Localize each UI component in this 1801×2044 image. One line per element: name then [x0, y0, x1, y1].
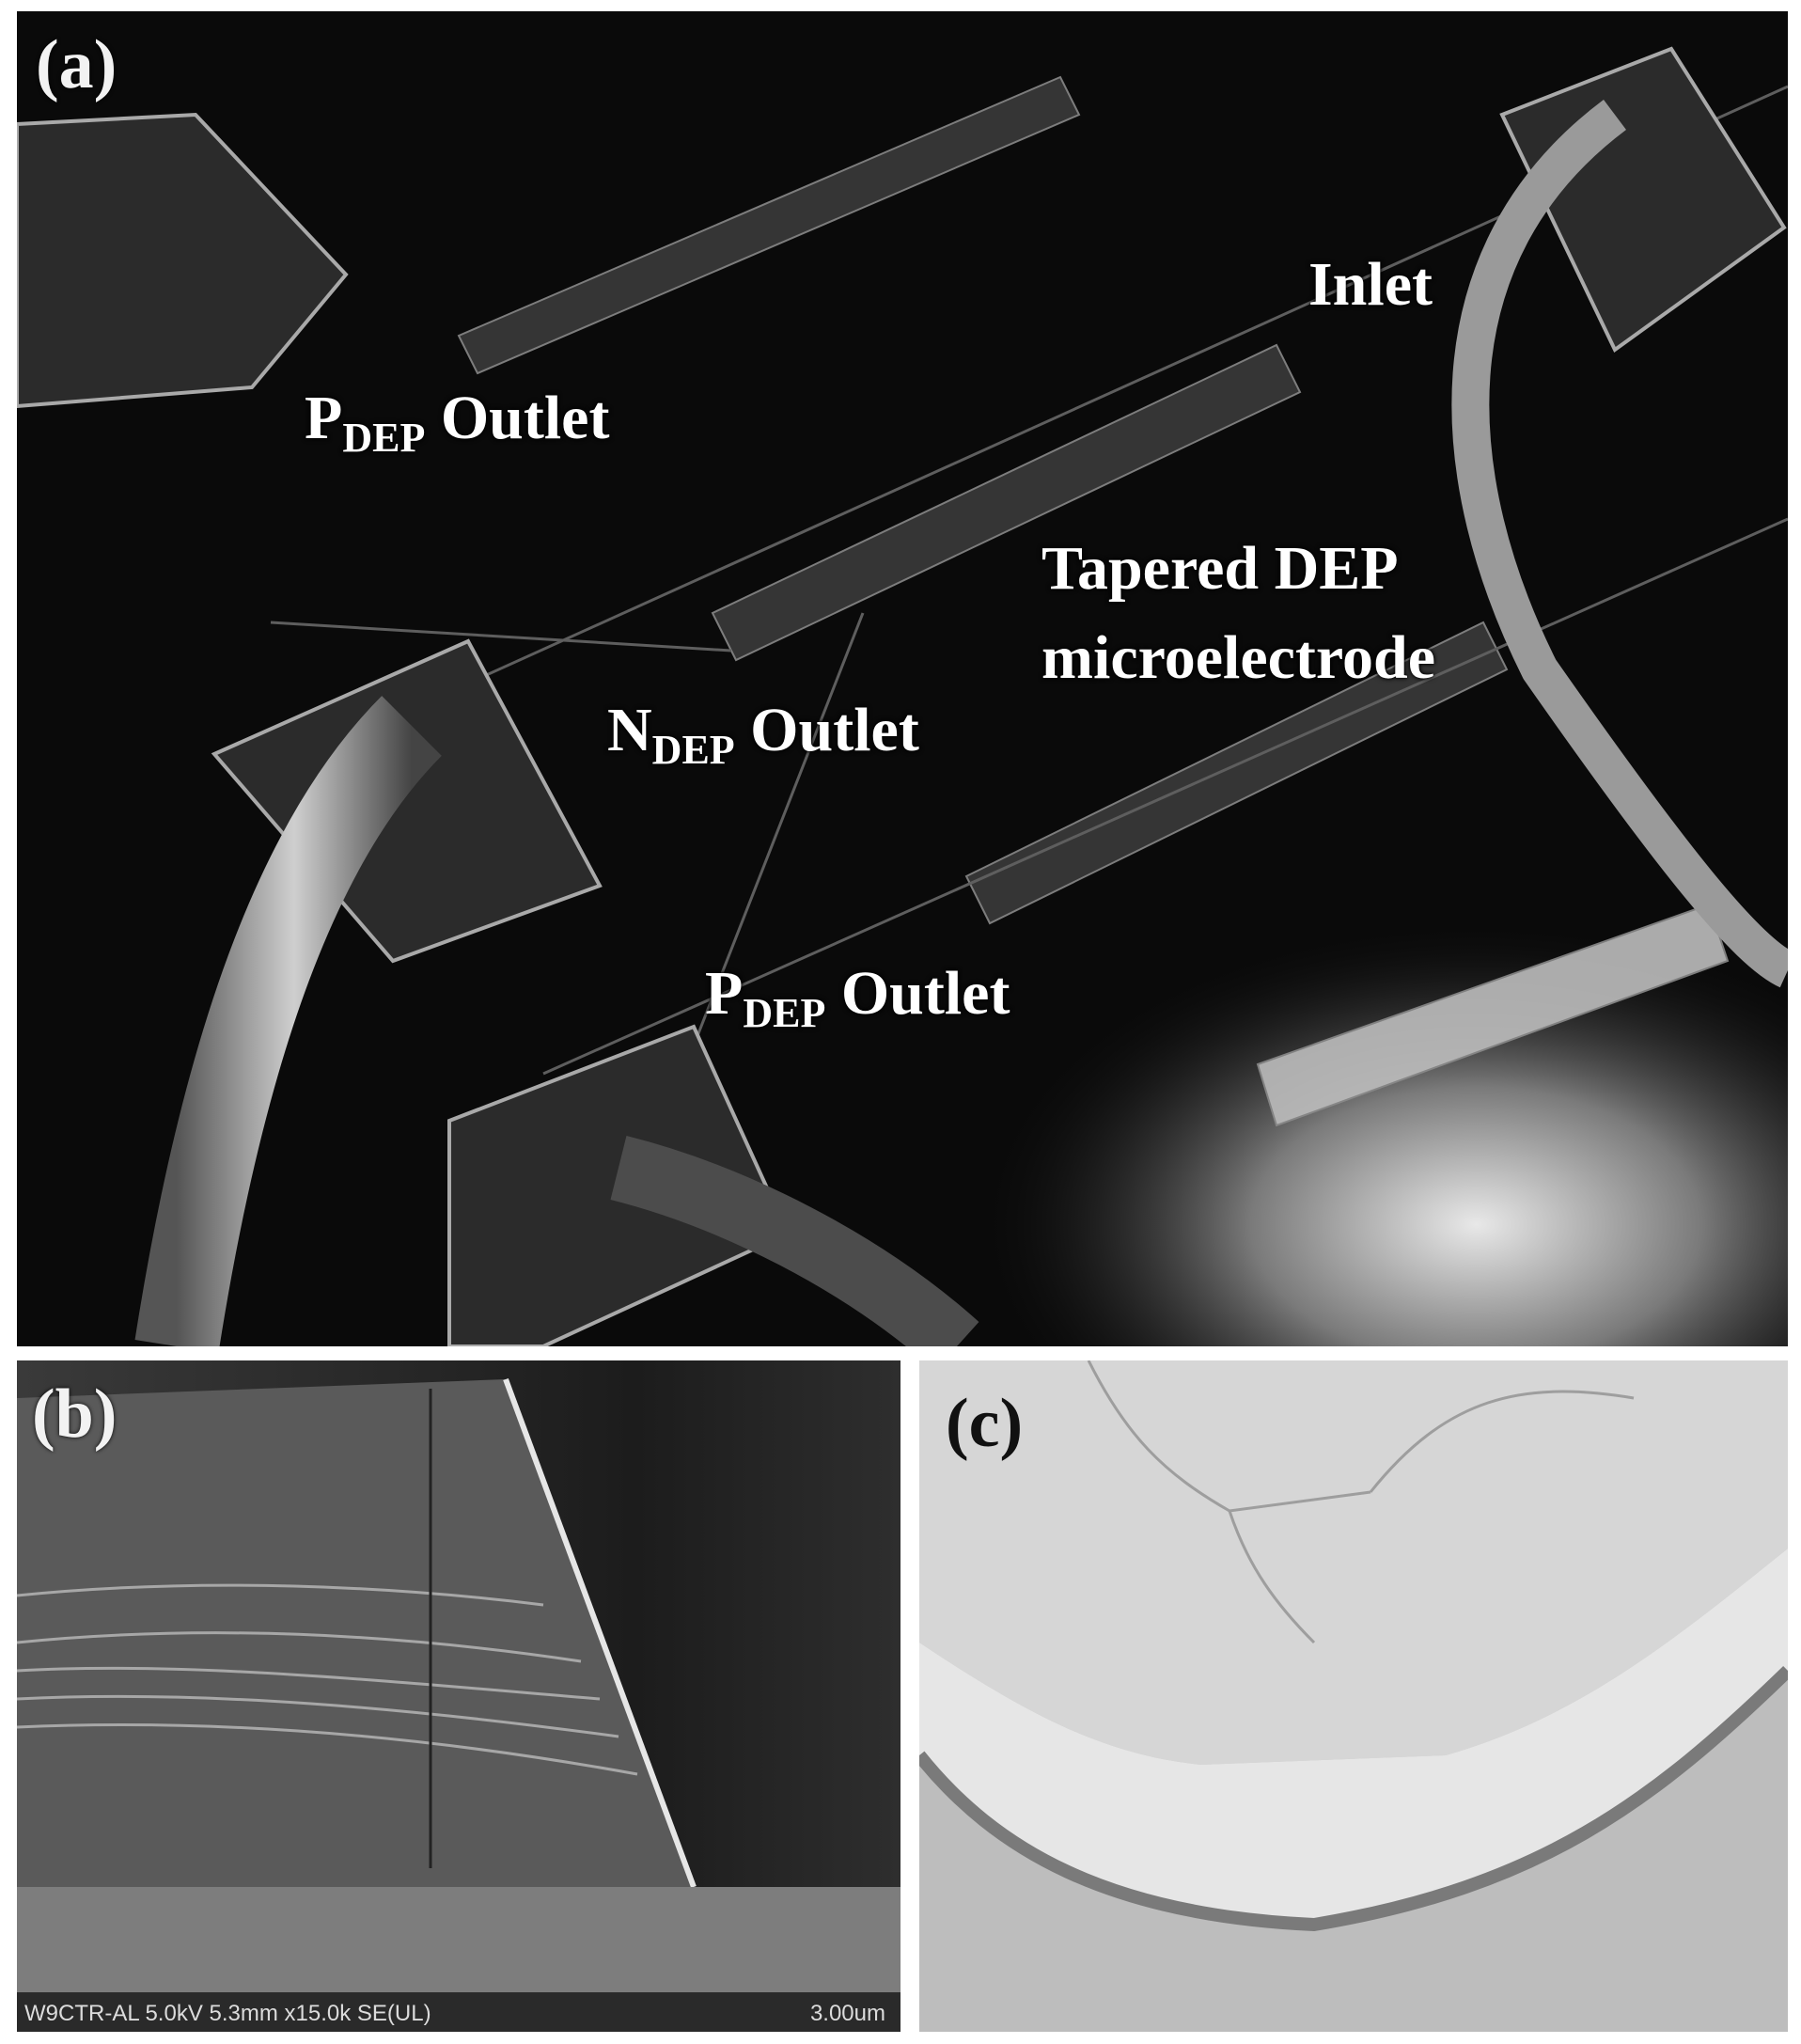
ndep-outlet-label: NDEP Outlet [607, 700, 919, 771]
pdep-top-sub: DEP [342, 415, 426, 461]
pdep-outlet-top-label: PDEP Outlet [305, 387, 609, 459]
panel-a-letter: (a) [36, 26, 117, 103]
chip-photo [17, 11, 1788, 1346]
pdep-top-main: P [305, 384, 343, 452]
ndep-sub: DEP [651, 727, 735, 773]
ndep-main: N [607, 696, 652, 764]
sem-scale-text: 3.00um [809, 2001, 885, 2026]
sem-info-bar: W9CTR-AL 5.0kV 5.3mm x15.0k SE(UL) 3.00u… [17, 1992, 900, 2032]
panel-b-letter: (b) [32, 1376, 117, 1453]
sem-info-text: W9CTR-AL 5.0kV 5.3mm x15.0k SE(UL) [24, 2001, 431, 2026]
panel-c-sem: (c) [919, 1360, 1788, 2032]
pdep-bottom-sub: DEP [743, 990, 826, 1036]
inlet-label: Inlet [1308, 250, 1433, 319]
tapered-label-line2: microelectrode [1041, 623, 1436, 692]
pdep-bottom-main: P [705, 959, 744, 1028]
pdep-bottom-rest: Outlet [825, 959, 1010, 1028]
tapered-label-line1: Tapered DEP [1041, 534, 1399, 603]
sem-cross-section [17, 1360, 900, 2032]
panel-c-letter: (c) [946, 1385, 1024, 1462]
panel-b-sem: (b) W9CTR-AL 5.0kV 5.3mm x15.0k SE(UL) 3… [17, 1360, 900, 2032]
pdep-top-rest: Outlet [425, 384, 610, 452]
sem-corner [919, 1360, 1788, 2032]
panel-a-photo: (a) Inlet PDEP Outlet Tapered DEP microe… [17, 11, 1788, 1346]
ndep-rest: Outlet [734, 696, 919, 764]
pdep-outlet-bottom-label: PDEP Outlet [705, 963, 1010, 1034]
